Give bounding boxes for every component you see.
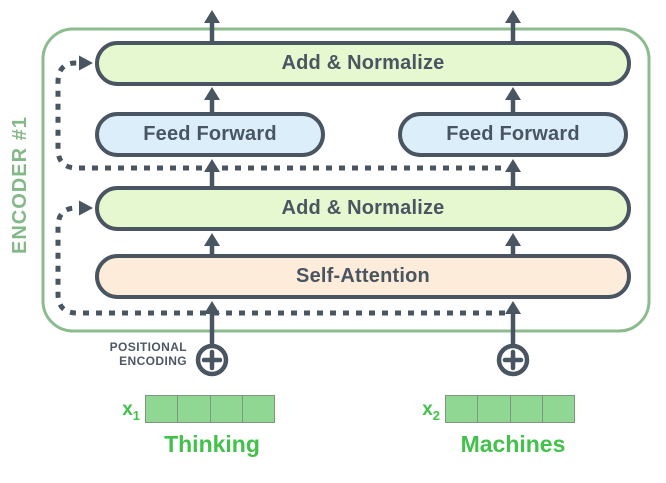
residual-arrowhead-lower-icon <box>79 200 93 216</box>
addnorm-to-ff-arrowhead-right-icon <box>505 159 521 172</box>
feed-forward-right-box: Feed Forward <box>398 112 628 157</box>
attn-to-addnorm-arrowhead-left-icon <box>204 233 220 246</box>
feed-forward-right-label: Feed Forward <box>446 123 580 145</box>
vector-cell <box>543 396 574 422</box>
feed-forward-left-label: Feed Forward <box>143 123 277 145</box>
vector-cell <box>511 396 543 422</box>
encoder-frame <box>41 27 651 333</box>
x1-vector-label: x1 <box>90 399 140 423</box>
input-word-thinking: Thinking <box>164 431 260 457</box>
positional-encoding-line2: ENCODING <box>119 354 187 368</box>
vector-cell <box>211 396 243 422</box>
x1-symbol: x <box>122 399 133 420</box>
vector-cell <box>446 396 479 422</box>
input-arrowhead-left-icon <box>204 301 220 314</box>
x2-subscript: 2 <box>432 407 440 423</box>
output-arrowhead-left-icon <box>204 10 220 23</box>
x2-symbol: x <box>422 399 433 420</box>
x2-vector-label: x2 <box>390 399 440 423</box>
vector-cell <box>243 396 274 422</box>
x1-embedding-vector <box>145 395 275 423</box>
encoder-label: ENCODER #1 <box>9 116 31 254</box>
ff-to-addnorm-arrowhead-left-icon <box>204 87 220 100</box>
attn-to-addnorm-arrowhead-right-icon <box>505 233 521 246</box>
output-arrowhead-right-icon <box>505 10 521 23</box>
residual-arrowhead-upper-icon <box>79 55 93 71</box>
addnorm-to-ff-arrowhead-left-icon <box>204 159 220 172</box>
positional-encoding-label: POSITIONAL ENCODING <box>87 340 187 368</box>
add-normalize-mid-box: Add & Normalize <box>95 186 631 231</box>
residual-dashed-path-lower <box>55 205 505 316</box>
feed-forward-left-box: Feed Forward <box>95 112 325 157</box>
positional-encoding-line1: POSITIONAL <box>109 340 187 354</box>
ff-to-addnorm-arrowhead-right-icon <box>505 87 521 100</box>
x1-subscript: 1 <box>132 407 140 423</box>
vector-cell <box>178 396 211 422</box>
vector-cell <box>146 396 179 422</box>
add-normalize-top-box: Add & Normalize <box>95 41 631 86</box>
self-attention-box: Self-Attention <box>95 254 631 299</box>
add-normalize-top-label: Add & Normalize <box>281 52 445 74</box>
input-arrowhead-right-icon <box>505 301 521 314</box>
residual-dashed-path-upper <box>55 60 501 171</box>
input-word-machines: Machines <box>460 431 566 457</box>
self-attention-label: Self-Attention <box>296 265 430 287</box>
x2-embedding-vector <box>445 395 575 423</box>
vector-cell <box>478 396 511 422</box>
add-normalize-mid-label: Add & Normalize <box>281 197 445 219</box>
